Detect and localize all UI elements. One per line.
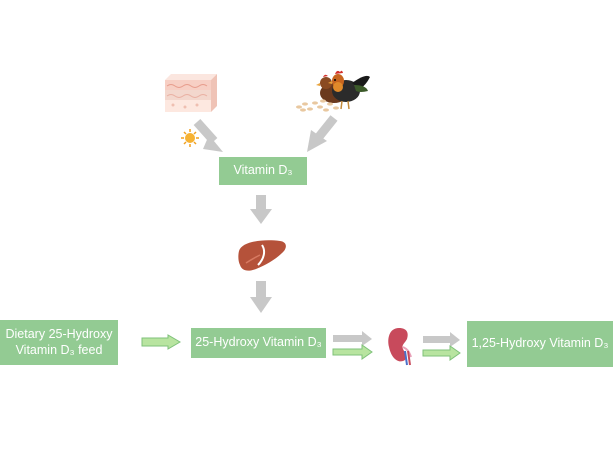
arrow-liver-to-25: [250, 281, 272, 313]
kidney-icon: [388, 328, 412, 366]
feed-grains-icon: [296, 99, 339, 112]
chicken-icon: [316, 70, 370, 110]
liver-icon: [238, 240, 286, 271]
dietary-feed-label: Dietary 25-Hydroxy Vitamin D₃ feed: [5, 326, 113, 357]
sun-icon: [181, 129, 199, 147]
arrow-feed-to-25: [141, 334, 181, 350]
arrow-skin-to-d3: [193, 118, 223, 152]
hydroxy-125-box: 1,25-Hydroxy Vitamin D₃: [467, 321, 613, 367]
dietary-feed-box: Dietary 25-Hydroxy Vitamin D₃ feed: [0, 320, 118, 365]
vitamin-d3-label: Vitamin D₃: [233, 163, 293, 178]
skin-icon: [165, 74, 217, 112]
arrow-25-to-kidney-green: [332, 344, 373, 360]
hydroxy-25-label: 25-Hydroxy Vitamin D₃: [195, 335, 322, 350]
arrow-25-to-kidney-gray: [333, 331, 372, 346]
arrow-d3-to-liver: [250, 195, 272, 224]
hydroxy-125-label: 1,25-Hydroxy Vitamin D₃: [471, 336, 609, 351]
vitamin-d3-box: Vitamin D₃: [219, 157, 307, 185]
hydroxy-25-box: 25-Hydroxy Vitamin D₃: [191, 328, 326, 358]
arrow-kidney-to-125-green: [422, 345, 461, 361]
arrow-chicken-to-d3: [307, 115, 338, 152]
arrow-kidney-to-125-gray: [423, 332, 460, 347]
